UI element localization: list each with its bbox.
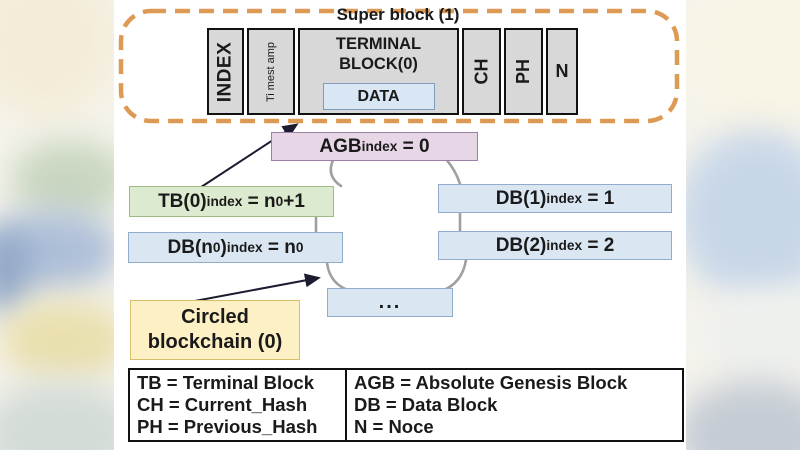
cell-previous-hash: PH bbox=[504, 28, 543, 115]
legend-column-left: TB = Terminal Block CH = Current_Hash PH… bbox=[130, 370, 347, 441]
node-db-1: DB(1)index = 1 bbox=[438, 184, 672, 213]
legend-table: TB = Terminal Block CH = Current_Hash PH… bbox=[128, 368, 684, 442]
legend-entry-n: N = Noce bbox=[354, 416, 434, 438]
super-block-title: Super block (1) bbox=[336, 5, 460, 24]
legend-entry-ch: CH = Current_Hash bbox=[137, 394, 308, 416]
circled-blockchain-label: Circled blockchain (0) bbox=[130, 300, 300, 360]
cell-timestamp: Ti mest amp bbox=[247, 28, 295, 115]
node-ellipsis: ... bbox=[327, 288, 453, 317]
cell-terminal-block: TERMINAL BLOCK(0) DATA bbox=[298, 28, 459, 115]
legend-entry-tb: TB = Terminal Block bbox=[137, 372, 314, 393]
cell-nonce: N bbox=[546, 28, 578, 115]
cell-index: INDEX bbox=[207, 28, 244, 115]
legend-entry-agb: AGB = Absolute Genesis Block bbox=[354, 372, 628, 393]
data-box: DATA bbox=[322, 83, 435, 110]
node-db-2: DB(2)index = 2 bbox=[438, 231, 672, 260]
terminal-block-label-line1: TERMINAL bbox=[335, 35, 422, 53]
terminal-block-label-line2: BLOCK(0) bbox=[339, 54, 418, 73]
legend-entry-db: DB = Data Block bbox=[354, 394, 498, 416]
cell-current-hash: CH bbox=[462, 28, 501, 115]
legend-column-right: AGB = Absolute Genesis Block DB = Data B… bbox=[347, 370, 682, 441]
super-block-row: INDEX Ti mest amp TERMINAL BLOCK(0) DATA… bbox=[207, 28, 578, 115]
legend-entry-ph: PH = Previous_Hash bbox=[137, 416, 318, 438]
background-blur-right bbox=[686, 0, 800, 450]
background-blur-left bbox=[0, 0, 114, 450]
